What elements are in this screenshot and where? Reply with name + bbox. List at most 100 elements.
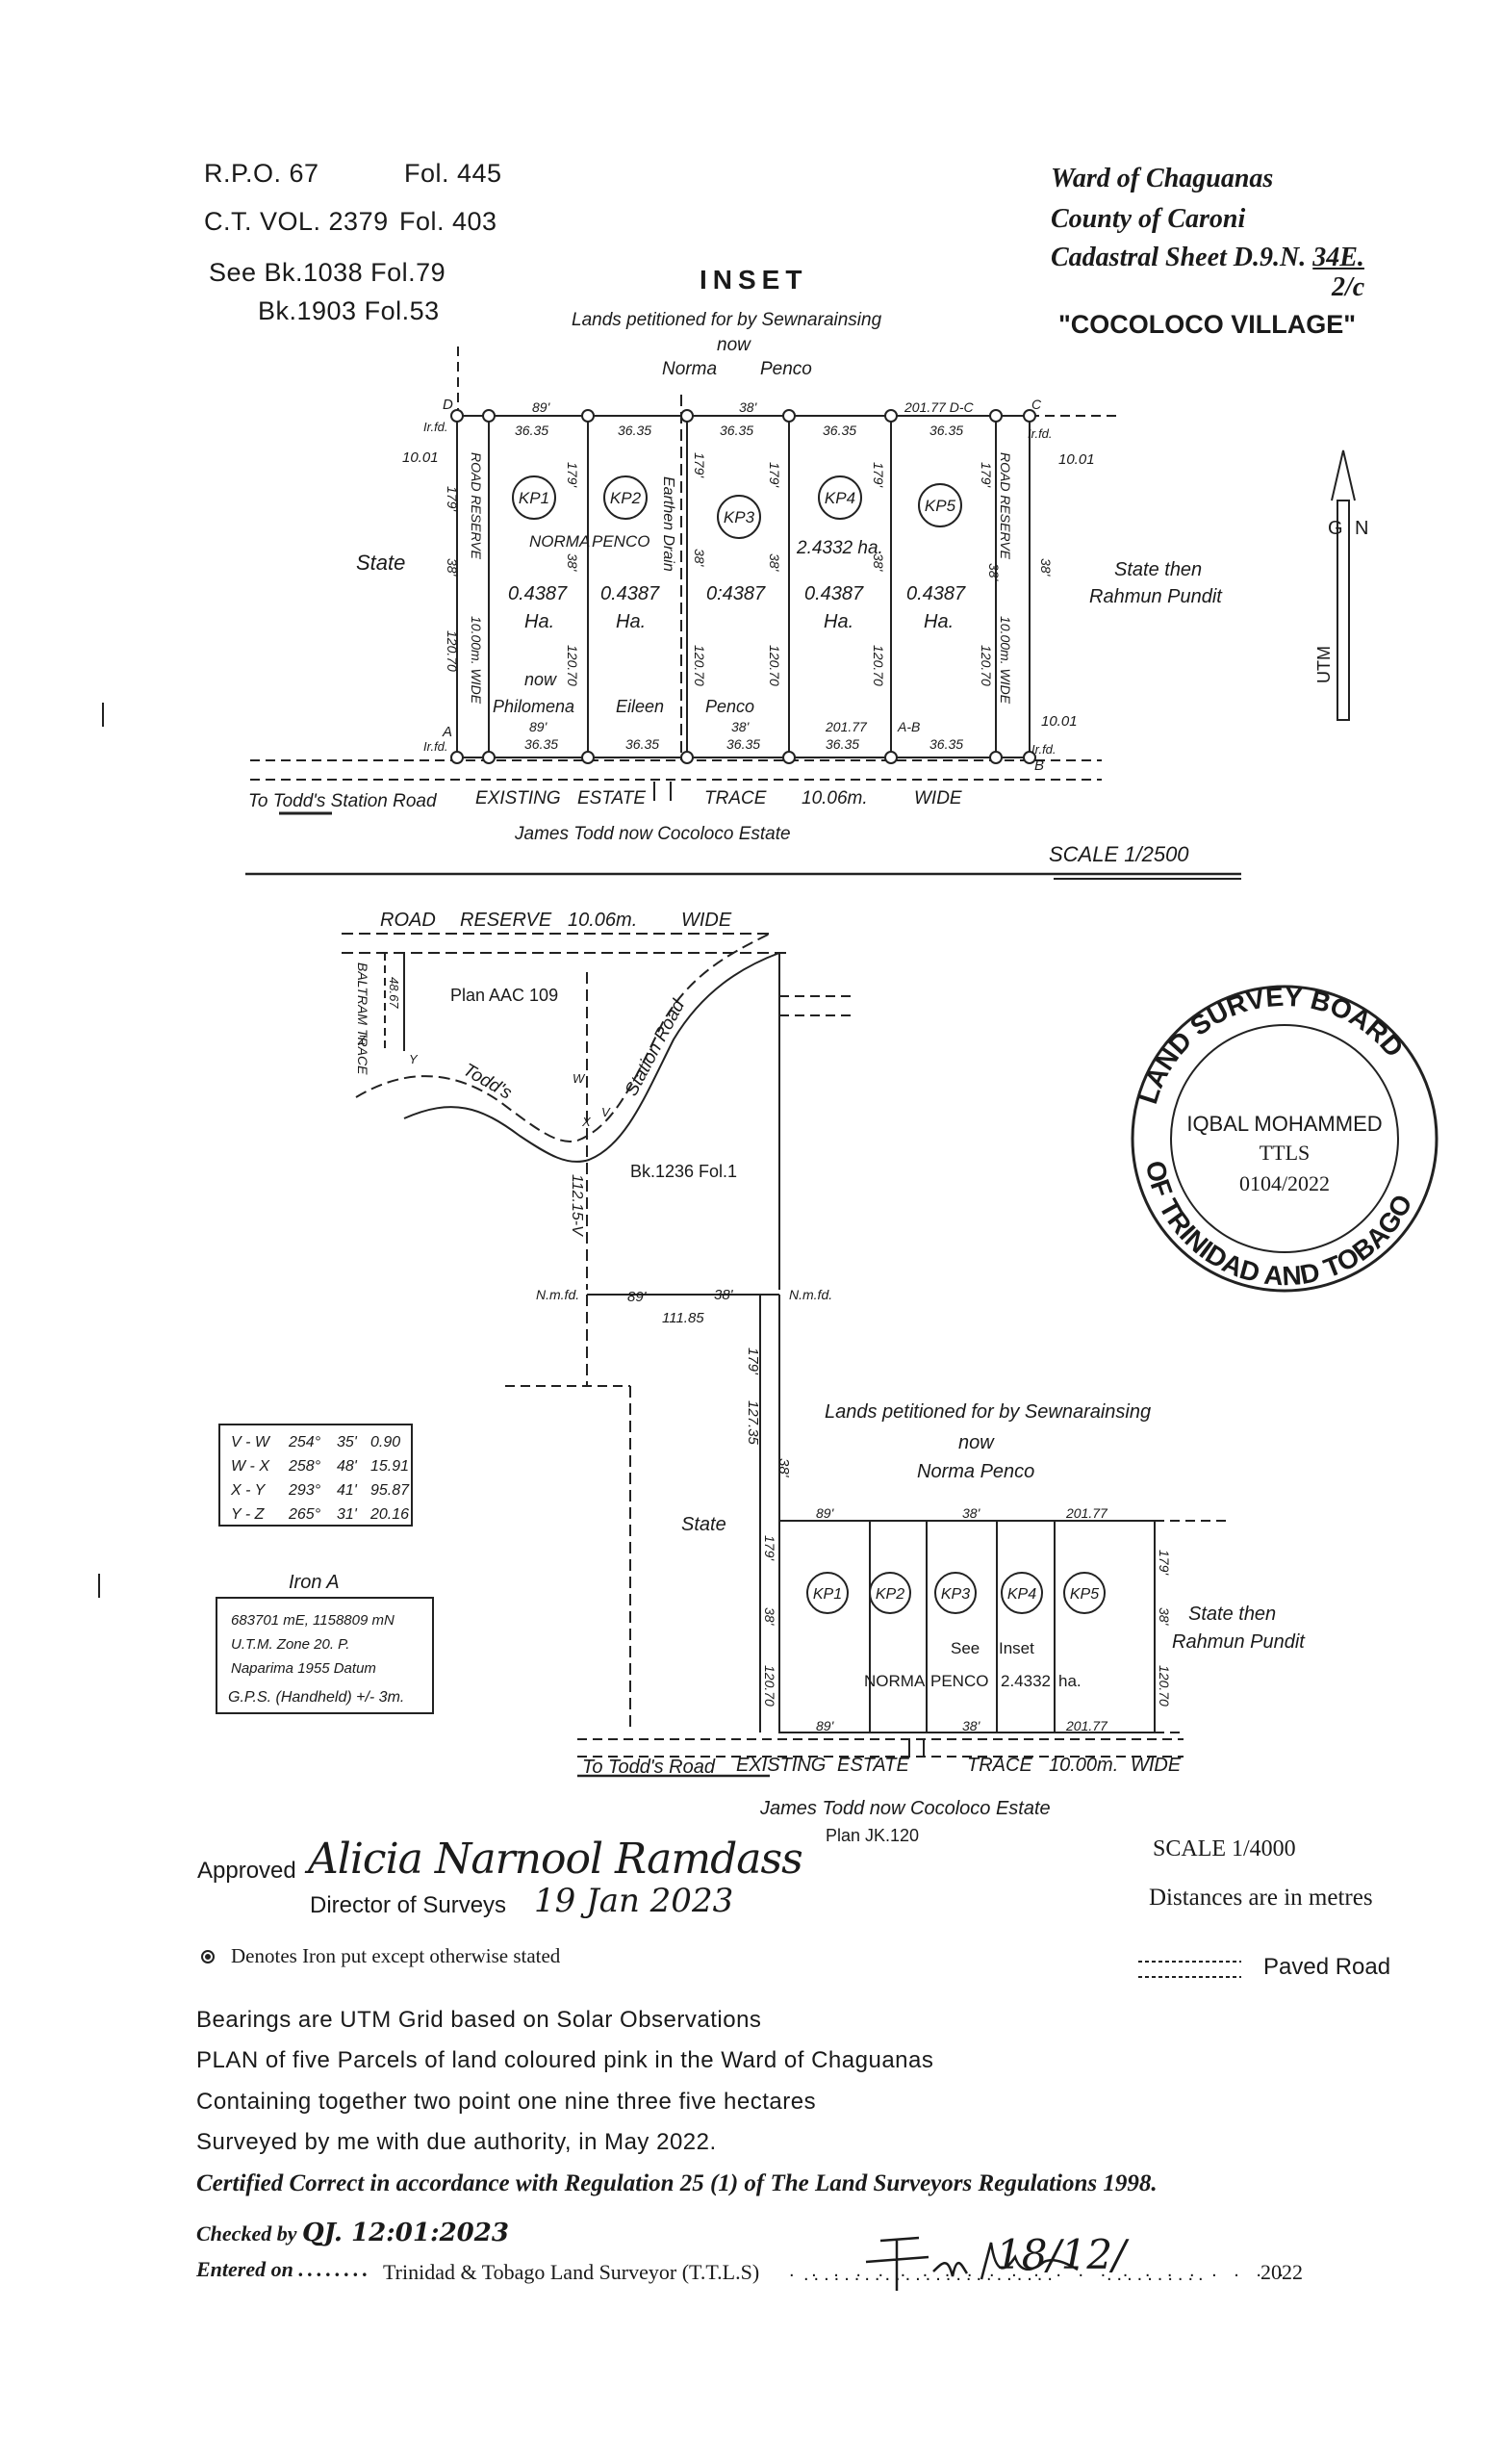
main-parcel-outline bbox=[778, 1520, 1156, 1733]
distances-note: Distances are in metres bbox=[1149, 1885, 1373, 1911]
main-kp3-label: KP3 bbox=[941, 1586, 970, 1603]
inset-pin bbox=[450, 751, 464, 764]
inset-estate: James Todd now Cocoloco Estate bbox=[514, 824, 791, 844]
cadastral-ref-2: 2/c bbox=[1332, 272, 1365, 302]
main-kp2-circle bbox=[869, 1572, 911, 1614]
bearing-row-1-dist: 0.90 bbox=[370, 1434, 400, 1450]
main-norma-label: NORMA bbox=[864, 1672, 926, 1690]
main-state-left: State bbox=[681, 1514, 726, 1535]
director-signature: Alicia Narnool Ramdass bbox=[308, 1835, 803, 1884]
inset-pin bbox=[581, 409, 595, 423]
main-lot-179-r: 179' bbox=[1157, 1550, 1172, 1576]
see-reference-2: Bk.1903 Fol.53 bbox=[258, 296, 440, 325]
main-lot-38b: 38' bbox=[962, 1718, 981, 1733]
main-estate: James Todd now Cocoloco Estate bbox=[759, 1798, 1051, 1819]
inset-38-r: 38' bbox=[1038, 558, 1054, 578]
main-kp2-label: KP2 bbox=[876, 1586, 904, 1603]
main-lot-20177b: 201.77 bbox=[1065, 1718, 1108, 1733]
main-lot-20177: 201.77 bbox=[1065, 1505, 1108, 1521]
note-containing: Containing together two point one nine t… bbox=[196, 2089, 817, 2115]
inset-road-wide: WIDE bbox=[914, 788, 962, 808]
entered-dots: ........ bbox=[298, 2257, 372, 2281]
inset-dim-bot-4: 36.35 bbox=[826, 736, 859, 752]
main-road-existing: EXISTING bbox=[736, 1755, 826, 1776]
inset-kp4-circle bbox=[818, 475, 862, 520]
main-dim-38v: 38' bbox=[776, 1458, 792, 1478]
inset-road-width: 10.06m. bbox=[802, 788, 868, 808]
inset-corner-d: D bbox=[443, 397, 453, 413]
inset-owner-penco-b: Penco bbox=[705, 697, 754, 716]
inset-pin bbox=[1023, 751, 1036, 764]
inset-dim-20177b: 201.77 bbox=[825, 719, 868, 734]
bearing-row-1-min: 35' bbox=[337, 1434, 358, 1450]
station-road-label: Station Road bbox=[622, 995, 690, 1099]
inset-dim-top-4: 36.35 bbox=[823, 423, 856, 438]
main-dim-12735: 127.35 bbox=[745, 1400, 761, 1446]
inset-dim-top-5: 36.35 bbox=[929, 423, 963, 438]
main-dim-11185: 111.85 bbox=[662, 1310, 704, 1326]
ward-label: Ward of Chaguanas bbox=[1051, 164, 1274, 193]
main-see-label: See bbox=[951, 1639, 980, 1657]
bearing-table-box bbox=[218, 1424, 413, 1527]
inset-38-b: 38' bbox=[692, 549, 707, 568]
rpo-folio: Fol. 445 bbox=[404, 159, 502, 188]
inset-pin bbox=[989, 409, 1003, 423]
county-label: County of Caroni bbox=[1051, 204, 1246, 234]
note-bearings: Bearings are UTM Grid based on Solar Obs… bbox=[196, 2007, 762, 2033]
inset-12070-l: 120.70 bbox=[445, 630, 460, 672]
inset-dim-38b: 38' bbox=[731, 719, 751, 734]
main-road-wide: WIDE bbox=[681, 910, 732, 931]
checked-text: Checked bbox=[196, 2221, 272, 2246]
inset-owner-norma: NORMA bbox=[529, 532, 590, 551]
north-g: G bbox=[1328, 518, 1343, 539]
surveyor-dots: ......................... bbox=[803, 2264, 1057, 2285]
inset-12070-d: 120.70 bbox=[871, 645, 886, 686]
north-arrow-head bbox=[1331, 449, 1356, 501]
inset-pin bbox=[989, 751, 1003, 764]
inset-12070-b: 120.70 bbox=[692, 645, 707, 686]
bearing-row-2-deg: 258° bbox=[288, 1458, 321, 1475]
inset-side-1001-br: 10.01 bbox=[1041, 713, 1078, 730]
inset-10m-wide-r: 10.00m. WIDE bbox=[998, 616, 1013, 705]
inset-179-c: 179' bbox=[767, 462, 782, 488]
stamp-name: IQBAL MOHAMMED bbox=[1186, 1112, 1382, 1136]
main-road-wide: WIDE bbox=[1131, 1755, 1182, 1776]
inset-irfd-4: Ir.fd. bbox=[1031, 742, 1056, 757]
main-petition-3: Norma Penco bbox=[917, 1461, 1034, 1482]
inset-owner-eileen: Eileen bbox=[616, 697, 664, 716]
inset-scale: SCALE 1/2500 bbox=[1049, 842, 1189, 866]
inset-petition-line3: Norma bbox=[662, 359, 718, 379]
nmfd-right: N.m.fd. bbox=[789, 1287, 832, 1302]
inset-corner-c: C bbox=[1031, 397, 1042, 412]
inset-12070-e: 120.70 bbox=[979, 645, 994, 686]
bearing-row-4-min: 31' bbox=[337, 1506, 358, 1523]
main-kp5-circle bbox=[1063, 1572, 1106, 1614]
inset-kp4-label: KP4 bbox=[825, 489, 855, 507]
main-lot-12070-l: 120.70 bbox=[762, 1665, 777, 1707]
bearing-row-2-min: 48' bbox=[337, 1458, 358, 1475]
stamp-number: 0104/2022 bbox=[1239, 1171, 1330, 1195]
inset-179-a: 179' bbox=[565, 462, 580, 488]
iron-a-title: Iron A bbox=[289, 1572, 340, 1593]
inset-petition-line4: Penco bbox=[760, 359, 812, 379]
inset-area-kp4: 0.4387 bbox=[804, 583, 864, 604]
main-plan-jk: Plan JK.120 bbox=[826, 1826, 919, 1845]
inset-irfd-3: Ir.fd. bbox=[423, 739, 448, 754]
stamp-ring-top: LAND SURVEY BOARD bbox=[1133, 982, 1409, 1108]
inset-pin bbox=[782, 751, 796, 764]
entered-row: Entered on ........ bbox=[196, 2257, 371, 2282]
iron-a-line-2: U.T.M. Zone 20. P. bbox=[231, 1636, 349, 1653]
main-reserve-label: RESERVE bbox=[460, 910, 552, 931]
inset-road-estate: ESTATE bbox=[577, 788, 646, 808]
inset-dim-89b: 89' bbox=[529, 719, 548, 734]
inset-pin bbox=[1023, 409, 1036, 423]
main-lot-179-l: 179' bbox=[762, 1535, 777, 1561]
corner-x: X bbox=[581, 1115, 592, 1129]
inset-owner-penco: PENCO bbox=[592, 532, 649, 551]
inset-kp3-circle bbox=[717, 495, 761, 539]
director-date: 19 Jan 2023 bbox=[534, 1882, 734, 1920]
main-lot-38-l: 38' bbox=[762, 1607, 777, 1627]
inset-12070-a: 120.70 bbox=[565, 645, 580, 686]
main-penco-label: PENCO bbox=[930, 1672, 988, 1690]
